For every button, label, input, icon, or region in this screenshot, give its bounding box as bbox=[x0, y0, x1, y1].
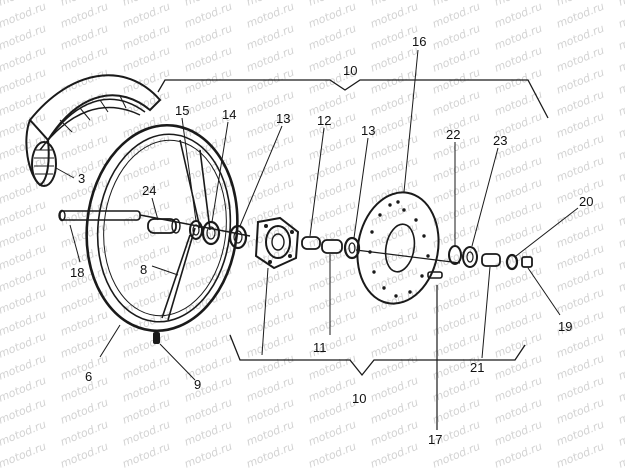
watermark-text: motod.ru bbox=[616, 0, 625, 9]
callout-9: 9 bbox=[194, 377, 201, 392]
bracket-10-top bbox=[157, 79, 549, 119]
bracket-10-bottom bbox=[229, 334, 526, 377]
callout-24: 24 bbox=[142, 183, 156, 198]
callout-12: 12 bbox=[317, 113, 331, 128]
callout-18: 18 bbox=[70, 265, 84, 280]
spacer-24 bbox=[147, 218, 181, 234]
callout-15: 15 bbox=[175, 103, 189, 118]
callout-21: 21 bbox=[470, 360, 484, 375]
seal-23 bbox=[462, 246, 478, 268]
collar-11 bbox=[321, 239, 343, 254]
bearing-13-right bbox=[343, 236, 361, 260]
hub bbox=[254, 216, 300, 270]
callout-8: 8 bbox=[140, 262, 147, 277]
leader-lines bbox=[55, 49, 579, 381]
callout-13-left: 13 bbox=[276, 111, 290, 126]
callout-16: 16 bbox=[412, 34, 426, 49]
callout-10-top: 10 bbox=[343, 63, 357, 78]
callout-23: 23 bbox=[493, 133, 507, 148]
callout-10-bottom: 10 bbox=[352, 391, 366, 406]
sleeve-12 bbox=[301, 236, 321, 250]
callout-17: 17 bbox=[428, 432, 442, 447]
disc-bolt bbox=[427, 271, 443, 430]
callout-14: 14 bbox=[222, 107, 236, 122]
callout-22: 22 bbox=[446, 127, 460, 142]
tyre bbox=[25, 74, 162, 187]
washer-20 bbox=[505, 253, 519, 271]
spokes bbox=[161, 139, 211, 321]
nut-19 bbox=[521, 256, 533, 268]
callout-3: 3 bbox=[78, 171, 85, 186]
callout-13-right: 13 bbox=[361, 123, 375, 138]
callout-20: 20 bbox=[579, 194, 593, 209]
bearing-13-left bbox=[228, 224, 248, 250]
callout-11: 11 bbox=[313, 340, 327, 355]
callout-19: 19 bbox=[558, 319, 572, 334]
nipple bbox=[153, 332, 160, 344]
collar-21 bbox=[481, 253, 501, 267]
callout-6: 6 bbox=[85, 369, 92, 384]
bearing-14 bbox=[201, 220, 221, 246]
brake-disc bbox=[356, 191, 440, 305]
